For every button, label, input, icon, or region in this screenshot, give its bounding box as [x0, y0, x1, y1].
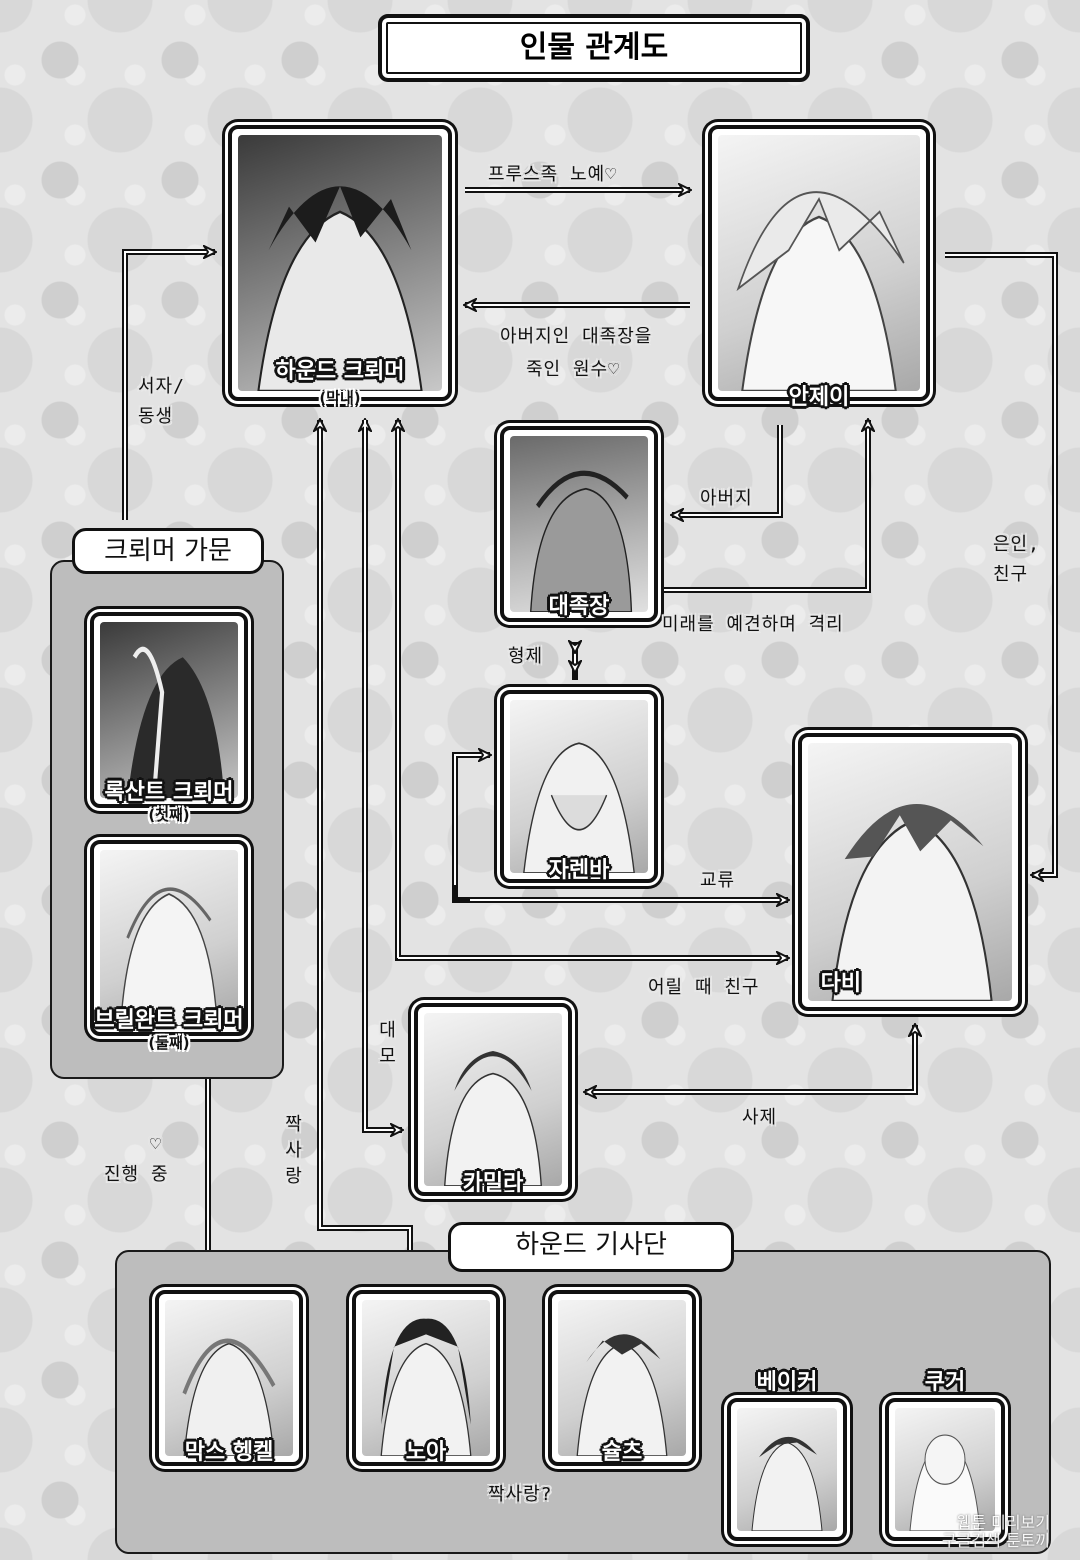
brilliant-name: 브릴완트 크뢰머	[94, 1008, 244, 1033]
anjei-portrait-image	[718, 135, 920, 391]
roxant-name: 록산트 크뢰머	[104, 780, 234, 805]
hound-portrait-image	[238, 135, 442, 391]
portrait-chief[interactable]: 대족장	[500, 426, 658, 622]
chief-portrait-image	[510, 436, 648, 612]
portrait-hound[interactable]: 하운드 크뢰머 (막내)	[228, 125, 452, 407]
portrait-roxant[interactable]: 록산트 크뢰머 (첫째)	[90, 612, 248, 824]
label-hound-anjei: 프루스족 노예♡	[488, 164, 618, 185]
jarenba-portrait-image	[510, 700, 648, 873]
dabi-portrait-image	[808, 743, 1012, 1001]
watermark: 웹툰 미리보기 구글검색 툰토끼	[942, 1514, 1050, 1550]
portrait-brilliant[interactable]: 브릴완트 크뢰머 (둘째)	[90, 840, 248, 1052]
label-noah-hound: 짝사랑	[285, 1114, 303, 1187]
cremer-family-label: 크뢰머 가문	[72, 528, 264, 574]
camilla-portrait-image	[424, 1013, 562, 1186]
roxant-portrait-image	[100, 622, 238, 798]
hound-note: (막내)	[319, 389, 361, 407]
label-chief-isolation: 미래를 예견하며 격리	[662, 614, 844, 635]
camilla-name: 카밀라	[462, 1171, 524, 1196]
portrait-schulz[interactable]: 슐츠	[548, 1290, 696, 1466]
chief-name: 대족장	[548, 594, 610, 619]
label-jarenba-dabi: 교류	[700, 870, 736, 891]
label-hound-camilla: 대모	[379, 1020, 397, 1067]
label-schulz-noah: 짝사랑?	[488, 1484, 553, 1505]
page-title: 인물 관계도	[378, 14, 810, 82]
watermark-line-1: 웹툰 미리보기	[956, 1513, 1050, 1532]
dabi-name: 다비	[820, 971, 862, 996]
portrait-camilla[interactable]: 카밀라	[414, 1003, 572, 1196]
schulz-portrait-image	[558, 1300, 686, 1456]
anjei-name: 안제이	[788, 385, 850, 410]
label-camilla-dabi: 사제	[742, 1107, 778, 1128]
roxant-note: (첫째)	[148, 806, 190, 824]
watermark-line-2: 구글검색 툰토끼	[941, 1531, 1050, 1550]
portrait-anjei[interactable]: 안제이	[708, 125, 930, 410]
max-portrait-image	[165, 1300, 293, 1456]
noah-name: 노아	[405, 1440, 447, 1465]
jarenba-name: 자렌바	[548, 858, 610, 883]
portrait-noah[interactable]: 노아	[352, 1290, 500, 1466]
portrait-cougar[interactable]: 쿠거	[885, 1370, 1005, 1541]
label-chief-jarenba: 형제	[508, 646, 544, 667]
portrait-baker[interactable]: 베이커	[727, 1370, 847, 1541]
brilliant-note: (둘째)	[148, 1034, 190, 1052]
baker-portrait-image	[737, 1408, 837, 1531]
portrait-dabi[interactable]: 다비	[798, 733, 1022, 1011]
label-anjei-chief: 아버지	[700, 488, 753, 509]
hound-name: 하운드 크뢰머	[275, 359, 405, 384]
label-anjei-hound-2: 죽인 원수♡	[526, 359, 620, 380]
label-hound-dabi: 어릴 때 친구	[648, 977, 760, 998]
cougar-name: 쿠거	[924, 1370, 966, 1395]
label-anjei-dabi: 은인, 친구	[993, 534, 1040, 585]
cougar-portrait-image	[895, 1408, 995, 1531]
noah-portrait-image	[362, 1300, 490, 1456]
max-name: 막스 헹켈	[184, 1440, 274, 1465]
schulz-name: 슐츠	[601, 1440, 643, 1465]
label-brilliant-max-heart: ♡	[150, 1134, 162, 1155]
label-family-hound: 서자/ 동생	[138, 376, 185, 427]
portrait-jarenba[interactable]: 자렌바	[500, 690, 658, 883]
hound-knights-label: 하운드 기사단	[448, 1222, 734, 1272]
label-anjei-hound-1: 아버지인 대족장을	[500, 326, 653, 347]
portrait-max[interactable]: 막스 헹켈	[155, 1290, 303, 1466]
label-brilliant-max: 진행 중	[104, 1164, 169, 1185]
brilliant-portrait-image	[100, 850, 238, 1026]
baker-name: 베이커	[756, 1370, 818, 1395]
